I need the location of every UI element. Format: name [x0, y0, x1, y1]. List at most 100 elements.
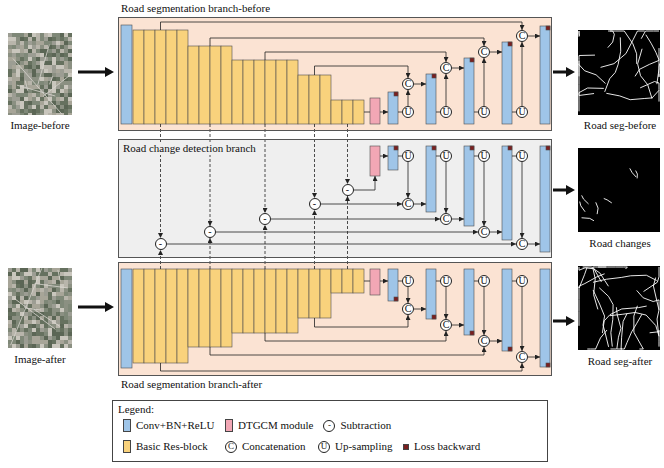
operator-circle: U — [516, 150, 528, 162]
legend-text: Concatenation — [242, 440, 306, 453]
wire — [490, 232, 502, 233]
wire — [414, 204, 426, 205]
connector — [216, 232, 478, 233]
road-map — [578, 30, 660, 115]
panel-fill — [118, 17, 552, 131]
res-block — [298, 75, 309, 124]
loss-mark — [432, 74, 436, 78]
connector — [484, 162, 485, 226]
loss-mark — [470, 331, 474, 335]
dashed-wire — [347, 196, 348, 269]
legend-swatch — [123, 419, 131, 432]
res-block — [298, 269, 309, 318]
legend-title: Legend: — [118, 403, 154, 416]
connector — [522, 42, 523, 106]
connector — [522, 287, 523, 351]
wire — [265, 331, 446, 341]
image-caption: Image-after — [14, 353, 65, 366]
res-block — [243, 60, 254, 124]
loss-mark — [394, 297, 398, 301]
flow-arrow — [78, 67, 114, 77]
legend-entry: Loss backward — [403, 440, 480, 453]
operator-symbol: C — [481, 227, 488, 237]
wire — [364, 281, 370, 282]
road-map — [578, 148, 660, 232]
connector — [522, 162, 523, 238]
operator-circle: - — [259, 213, 271, 225]
wire — [354, 176, 376, 190]
conv-block — [426, 269, 436, 319]
res-block — [144, 269, 155, 363]
connector — [321, 204, 403, 205]
panel-fill — [118, 262, 552, 376]
operator-symbol: U — [442, 151, 449, 161]
dtgcm-block — [370, 146, 380, 176]
operator-circle: C — [440, 319, 452, 331]
legend-symbol-text: U — [321, 442, 328, 451]
loss-mark — [470, 146, 474, 150]
res-block — [320, 75, 331, 124]
res-block — [265, 60, 276, 124]
branch-title: Road segmentation branch-before — [119, 2, 272, 15]
conv-block — [388, 146, 398, 170]
wire — [380, 281, 388, 282]
wire — [210, 347, 484, 355]
branch-panel: Road segmentation branch-afterUCUCUCUC — [118, 262, 552, 376]
panel-fill — [118, 139, 552, 258]
operator-symbol: - — [208, 227, 211, 237]
wire — [528, 244, 540, 245]
branch-panel: Road segmentation branch-beforeCUCUCUCU — [118, 17, 552, 131]
operator-symbol: U — [518, 107, 525, 117]
res-block — [155, 269, 166, 363]
loss-mark — [432, 146, 436, 150]
operator-circle: U — [440, 106, 452, 118]
res-block — [309, 75, 320, 124]
conv-block — [540, 26, 550, 124]
operator-symbol: C — [405, 304, 412, 314]
operator-circle: U — [440, 150, 452, 162]
operator-circle: C — [478, 46, 490, 58]
operator-circle: U — [402, 150, 414, 162]
wire — [452, 219, 464, 220]
conv-block — [426, 146, 436, 212]
flow-arrow — [78, 302, 114, 312]
operator-symbol: C — [443, 214, 450, 224]
legend-symbol: C — [225, 441, 237, 453]
image-caption: Road seg-before — [584, 119, 656, 132]
connector — [167, 244, 517, 245]
operator-circle: U — [478, 150, 490, 162]
road-map — [578, 266, 660, 350]
loss-mark — [508, 347, 512, 351]
res-block — [342, 269, 353, 293]
operator-circle: C — [440, 213, 452, 225]
res-block — [133, 269, 144, 363]
conv-block — [464, 58, 474, 124]
legend-swatch — [403, 444, 409, 450]
res-block — [276, 60, 287, 124]
loss-mark — [546, 146, 550, 150]
res-block — [232, 60, 243, 124]
res-block — [210, 46, 221, 124]
operator-symbol: - — [313, 199, 316, 209]
operator-symbol: U — [480, 151, 487, 161]
image-caption: Road seg-after — [588, 355, 652, 368]
operator-circle: C — [516, 30, 528, 42]
res-block — [221, 269, 232, 347]
operator-circle: C — [478, 335, 490, 347]
conv-block — [540, 269, 550, 367]
res-block — [254, 60, 265, 124]
conv-block — [502, 42, 512, 124]
res-block — [276, 269, 287, 333]
legend-entry: Basic Res-block — [123, 440, 208, 453]
conv-block — [502, 146, 512, 240]
legend-text: Basic Res-block — [136, 440, 208, 453]
operator-circle: U — [478, 275, 490, 287]
flow-arrow — [553, 67, 575, 77]
loss-mark — [470, 58, 474, 62]
loss-mark — [394, 146, 398, 150]
branch-title: Road segmentation branch-after — [119, 378, 264, 391]
legend-text: Loss backward — [414, 440, 480, 453]
res-block — [331, 269, 342, 293]
